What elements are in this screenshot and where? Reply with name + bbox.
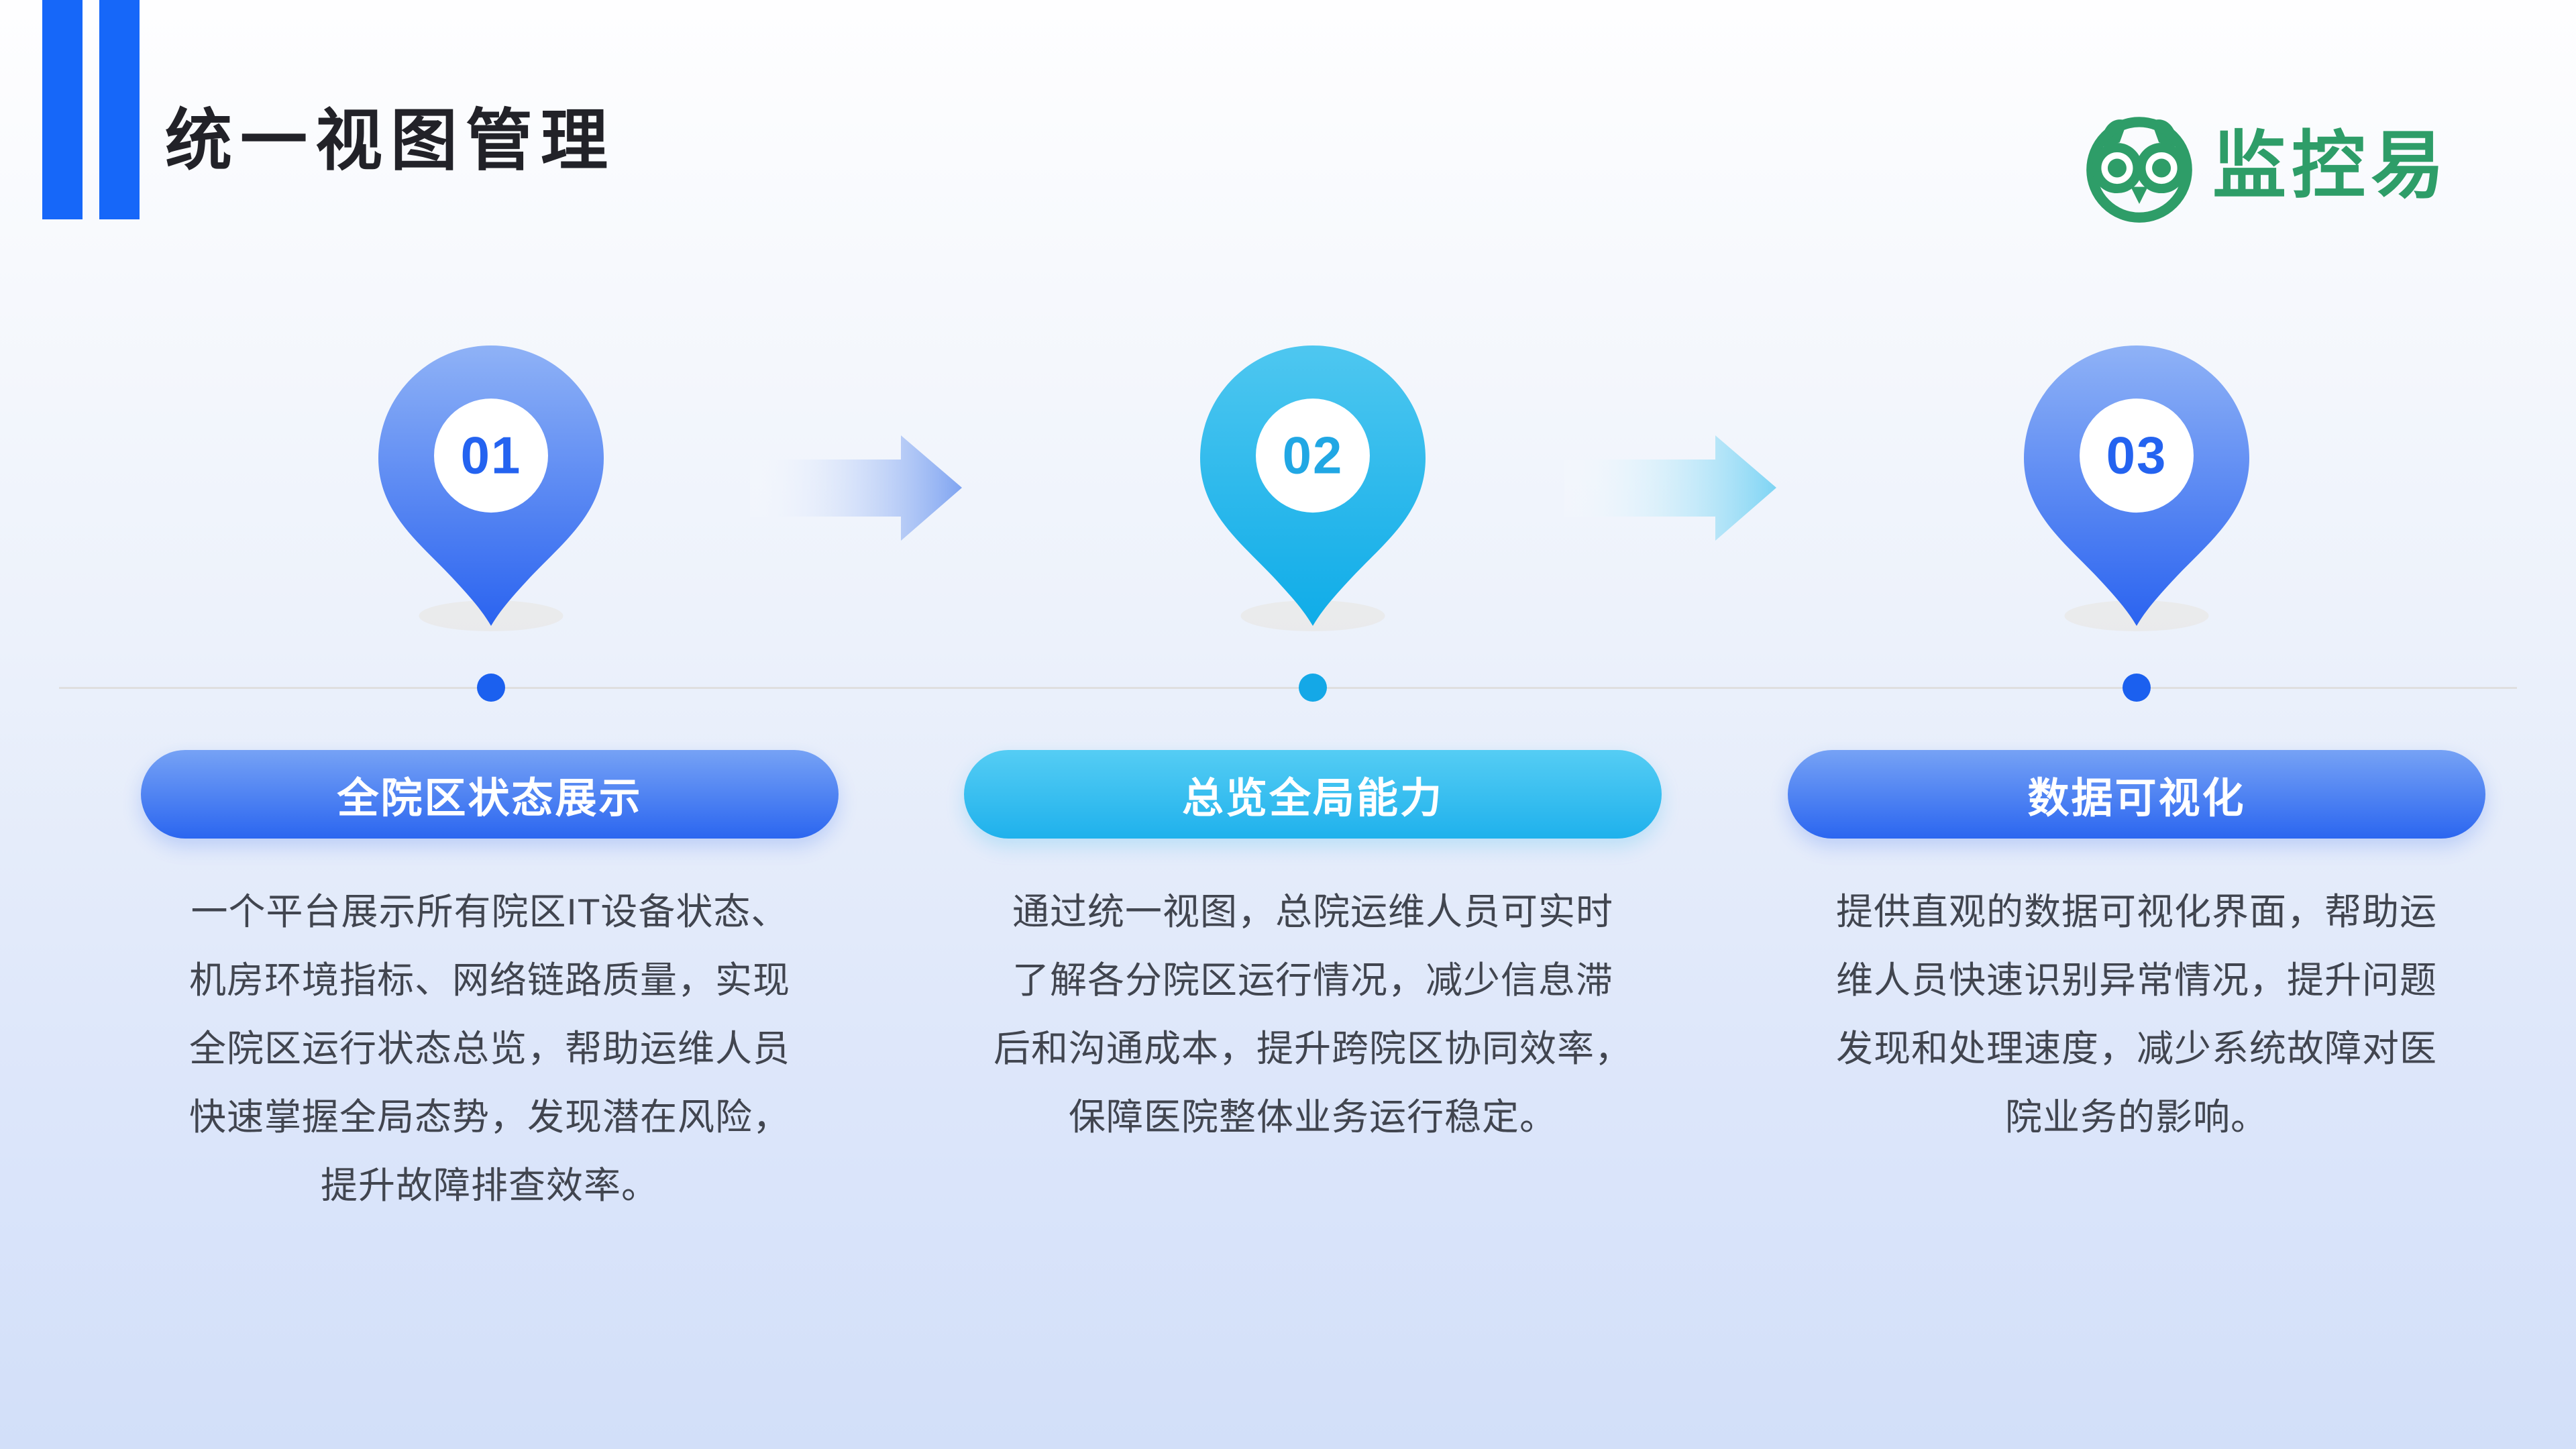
description-line: 院业务的影响。	[2004, 1096, 2268, 1138]
description-line: 维人员快速识别异常情况，提升问题	[1835, 959, 2437, 1001]
step-description-3: 提供直观的数据可视化界面，帮助运 维人员快速识别异常情况，提升问题 发现和处理速…	[1788, 877, 2485, 1151]
description-line: 提升故障排查效率。	[320, 1165, 659, 1206]
step-pin-1: 01	[376, 345, 606, 631]
step-description-1: 一个平台展示所有院区IT设备状态、 机房环境指标、网络链路质量，实现 全院区运行…	[141, 877, 839, 1220]
timeline-line	[59, 687, 2517, 689]
description-line: 一个平台展示所有院区IT设备状态、	[191, 891, 789, 932]
step-pin-3: 03	[2021, 345, 2252, 631]
description-line: 保障医院整体业务运行稳定。	[1068, 1096, 1557, 1138]
description-line: 发现和处理速度，减少系统故障对医	[1835, 1028, 2437, 1069]
description-line: 全院区运行状态总览，帮助运维人员	[189, 1028, 790, 1069]
arrow-right-icon	[750, 435, 962, 541]
map-pin-icon	[378, 345, 604, 627]
owl-logo-icon	[2086, 117, 2192, 223]
step-card-1: 全院区状态展示 一个平台展示所有院区IT设备状态、 机房环境指标、网络链路质量，…	[141, 750, 839, 1220]
map-pin-icon	[1200, 345, 1426, 627]
timeline-dot-1	[477, 674, 505, 702]
brand-logo: 监控易	[2080, 106, 2450, 227]
description-line: 提供直观的数据可视化界面，帮助运	[1835, 891, 2437, 932]
step-number-3: 03	[2106, 425, 2167, 485]
description-line: 通过统一视图，总院运维人员可实时	[1012, 891, 1613, 932]
step-card-3: 数据可视化 提供直观的数据可视化界面，帮助运 维人员快速识别异常情况，提升问题 …	[1788, 750, 2485, 1151]
step-card-2: 总览全局能力 通过统一视图，总院运维人员可实时 了解各分院区运行情况，减少信息滞…	[964, 750, 1662, 1151]
step-title-pill-2: 总览全局能力	[964, 750, 1662, 839]
map-pin-icon	[2024, 345, 2249, 627]
step-description-2: 通过统一视图，总院运维人员可实时 了解各分院区运行情况，减少信息滞 后和沟通成本…	[964, 877, 1662, 1151]
step-pin-2: 02	[1197, 345, 1428, 631]
title-accent-bar-left	[42, 0, 83, 219]
description-line: 后和沟通成本，提升跨院区协同效率，	[993, 1028, 1632, 1069]
title-accent-bar-right	[99, 0, 140, 219]
step-title-pill-3: 数据可视化	[1788, 750, 2485, 839]
description-line: 了解各分院区运行情况，减少信息滞	[1012, 959, 1613, 1001]
timeline-dot-3	[2123, 674, 2151, 702]
arrow-right-icon	[1564, 435, 1776, 541]
step-number-2: 02	[1282, 425, 1344, 485]
description-line: 机房环境指标、网络链路质量，实现	[189, 959, 790, 1001]
description-line: 快速掌握全局态势，发现潜在风险，	[189, 1096, 790, 1138]
brand-name: 监控易	[2212, 125, 2450, 207]
step-title-pill-1: 全院区状态展示	[141, 750, 839, 839]
timeline-dot-2	[1299, 674, 1327, 702]
step-number-1: 01	[460, 425, 522, 485]
page-title: 统一视图管理	[165, 103, 616, 178]
